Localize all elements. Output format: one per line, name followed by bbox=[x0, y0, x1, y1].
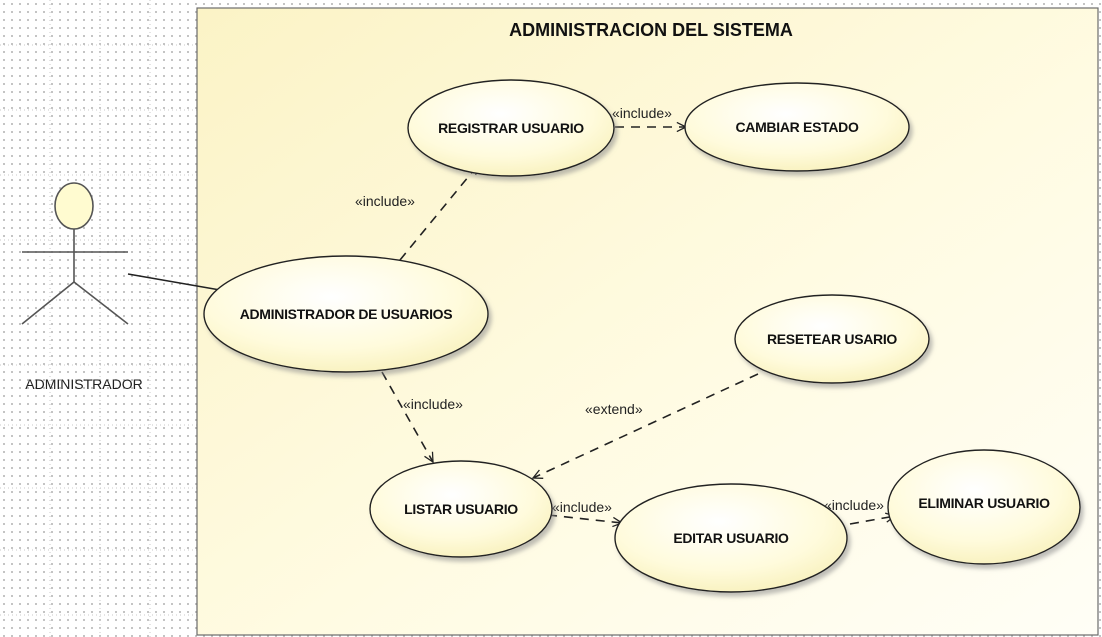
boundary-title: ADMINISTRACION DEL SISTEMA bbox=[509, 20, 793, 40]
use-case-label: RESETEAR USARIO bbox=[767, 331, 897, 347]
use-case-eliminar-usuario[interactable]: ELIMINAR USUARIO bbox=[887, 449, 1081, 565]
use-case-label: LISTAR USUARIO bbox=[404, 501, 518, 517]
label-include-admin-registrar: «include» bbox=[355, 193, 415, 209]
use-case-label: REGISTRAR USUARIO bbox=[438, 120, 584, 136]
use-case-label: CAMBIAR ESTADO bbox=[735, 119, 859, 135]
label-extend-resetear-listar: «extend» bbox=[585, 401, 643, 417]
use-case-label: ELIMINAR USUARIO bbox=[918, 495, 1050, 511]
use-case-administrador-de-usuarios[interactable]: ADMINISTRADOR DE USUARIOS bbox=[203, 255, 489, 373]
association-line[interactable] bbox=[127, 273, 221, 291]
rel-editar-eliminar[interactable] bbox=[849, 516, 895, 525]
major-grid bbox=[0, 0, 200, 637]
use-case-registrar-usuario[interactable]: REGISTRAR USUARIO bbox=[407, 79, 615, 177]
label-include-admin-listar: «include» bbox=[403, 396, 463, 412]
use-case-label: ADMINISTRADOR DE USUARIOS bbox=[240, 306, 453, 322]
stick-figure-icon bbox=[21, 182, 129, 325]
label-include-editar-eliminar: «include» bbox=[824, 497, 884, 513]
use-case-editar-usuario[interactable]: EDITAR USUARIO bbox=[614, 483, 848, 593]
use-case-cambiar-estado[interactable]: CAMBIAR ESTADO bbox=[684, 82, 910, 172]
rel-admin-listar[interactable] bbox=[381, 371, 433, 462]
rel-listar-editar[interactable] bbox=[547, 514, 622, 523]
actor-label: ADMINISTRADOR bbox=[25, 376, 142, 392]
actor-administrador[interactable]: ADMINISTRADOR bbox=[21, 182, 143, 392]
use-case-label: EDITAR USUARIO bbox=[673, 530, 789, 546]
label-include-listar-editar: «include» bbox=[552, 499, 612, 515]
label-include-registrar-cambiar: «include» bbox=[612, 105, 672, 121]
rel-admin-registrar[interactable] bbox=[399, 165, 478, 261]
use-case-resetear-usario[interactable]: RESETEAR USARIO bbox=[734, 294, 930, 384]
use-case-listar-usuario[interactable]: LISTAR USUARIO bbox=[369, 460, 553, 558]
relationships bbox=[381, 127, 895, 525]
